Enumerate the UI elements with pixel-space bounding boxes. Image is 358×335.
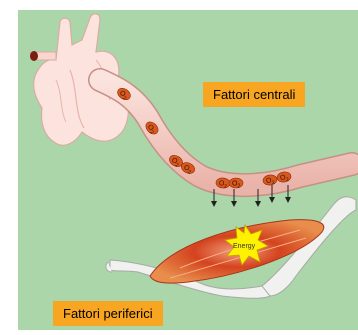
central-factors-label: Fattori centrali	[203, 82, 305, 107]
energy-label: Energy	[233, 243, 256, 250]
peripheral-factors-label: Fattori periferici	[53, 301, 163, 326]
